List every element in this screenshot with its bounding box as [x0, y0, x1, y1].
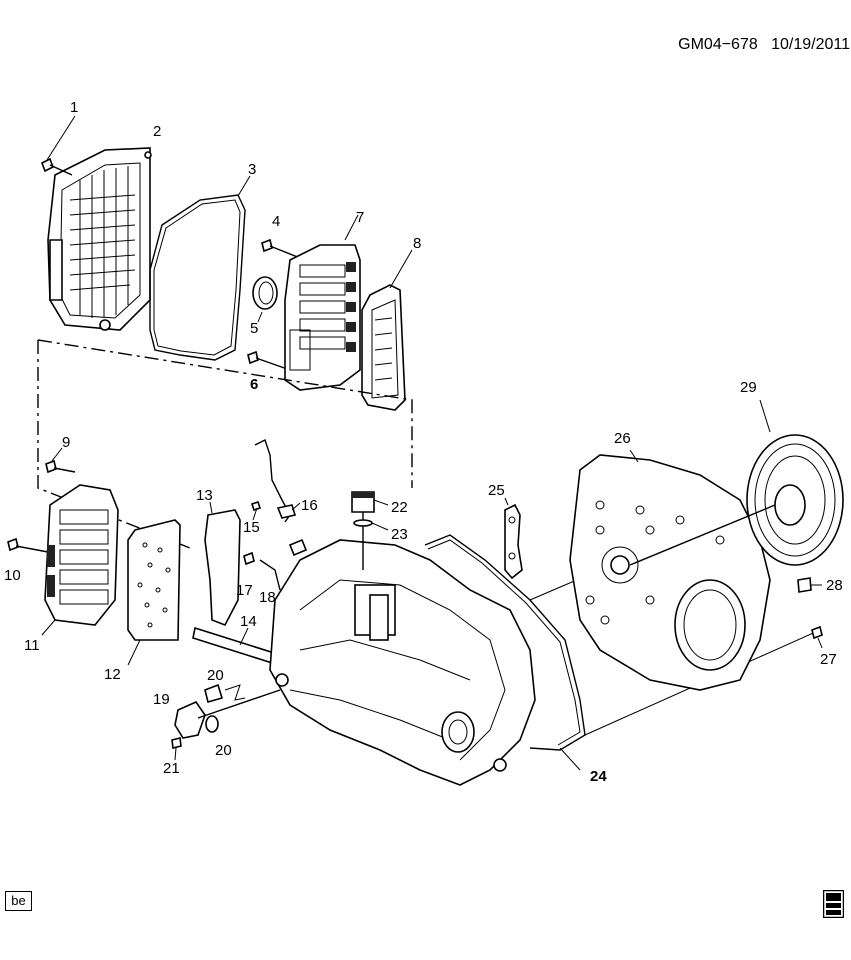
callout-2: 2: [153, 123, 161, 140]
callout-9: 9: [62, 434, 70, 451]
callout-22: 22: [391, 499, 408, 516]
part-9-bolt[interactable]: [45, 447, 76, 474]
callout-28: 28: [826, 577, 843, 594]
part-10-bolt[interactable]: [7, 537, 49, 553]
part-17-18-sensor[interactable]: [243, 538, 308, 591]
callout-19: 19: [153, 691, 170, 708]
callout-labels: 1 2 3 4 5 6 7 8 9 10 11 12 13 14 15 16 1…: [4, 99, 843, 785]
callout-11: 11: [24, 637, 40, 654]
callout-7: 7: [356, 209, 364, 226]
part-5-seal[interactable]: [252, 276, 278, 323]
part-28-plug[interactable]: [797, 577, 822, 593]
part-27-bolt[interactable]: [811, 625, 823, 649]
callout-1: 1: [70, 99, 78, 116]
part-22-filler-cap[interactable]: [351, 491, 389, 570]
callout-18: 18: [259, 589, 276, 606]
part-25-bracket[interactable]: [504, 497, 523, 580]
callout-13: 13: [196, 487, 213, 504]
callout-26: 26: [614, 430, 631, 447]
callout-5: 5: [250, 320, 258, 337]
diagram-code: GM04−678: [678, 36, 758, 53]
callout-20b: 20: [215, 742, 232, 759]
callout-25: 25: [488, 482, 505, 499]
be-badge: be: [5, 891, 32, 911]
callout-23: 23: [391, 526, 408, 543]
part-23-o-ring[interactable]: [353, 519, 389, 531]
callout-4: 4: [272, 213, 280, 230]
part-3-gasket[interactable]: [149, 175, 251, 361]
callout-8: 8: [413, 235, 421, 252]
part-19-21-sensor-assembly[interactable]: [171, 683, 281, 761]
callout-10: 10: [4, 567, 21, 584]
callout-21: 21: [163, 760, 180, 777]
callout-17: 17: [236, 582, 253, 599]
callout-20a: 20: [207, 667, 224, 684]
part-29-torque-converter[interactable]: [629, 399, 844, 566]
leader-dashed-outline: [37, 339, 413, 549]
callout-14: 14: [240, 613, 257, 630]
part-7-control-valve-body[interactable]: [284, 214, 361, 391]
callout-29: 29: [740, 379, 757, 396]
part-2-case-side-cover[interactable]: [47, 147, 152, 331]
callout-3: 3: [248, 161, 256, 178]
callout-24: 24: [590, 768, 607, 785]
gm-spo-logo-icon: [823, 890, 844, 918]
part-15-16-harness[interactable]: [250, 439, 301, 523]
part-12-plate[interactable]: [127, 519, 181, 666]
callout-12: 12: [104, 666, 121, 683]
diagram-header: GM04−678 10/19/2011: [640, 36, 850, 54]
part-26-converter-housing[interactable]: [569, 449, 771, 691]
part-6-bolt[interactable]: [247, 350, 291, 371]
part-11-valve-body-lower[interactable]: [41, 484, 119, 636]
callout-15: 15: [243, 519, 260, 536]
part-13-bracket[interactable]: [204, 501, 241, 627]
callout-27: 27: [820, 651, 837, 668]
callout-6: 6: [250, 376, 258, 393]
part-1-bolt[interactable]: [40, 115, 76, 176]
diagram-date: 10/19/2011: [771, 36, 850, 53]
transmission-case[interactable]: [269, 539, 536, 786]
callout-16: 16: [301, 497, 318, 514]
part-8-spacer-plate[interactable]: [361, 249, 413, 411]
